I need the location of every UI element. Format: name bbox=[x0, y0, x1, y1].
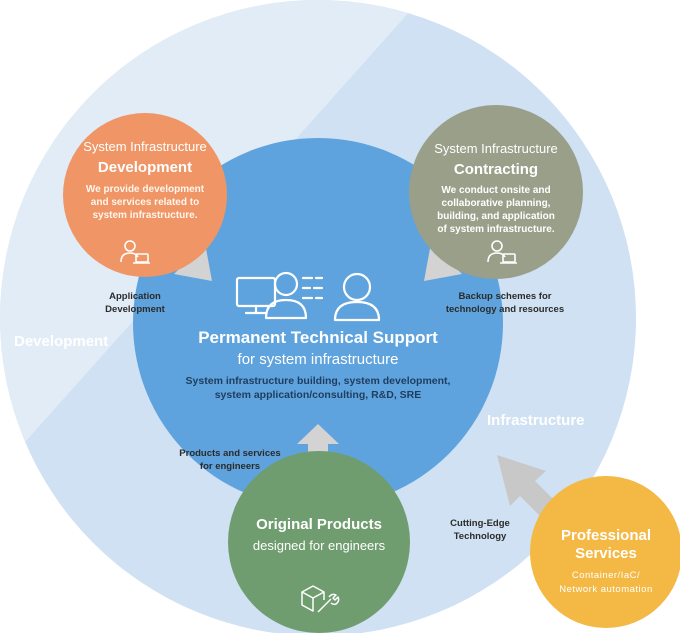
person-laptop-icon bbox=[487, 240, 517, 264]
services-node-line2: Services bbox=[575, 545, 637, 562]
products-node bbox=[228, 451, 410, 633]
flow-label-backup-line2: technology and resources bbox=[446, 304, 564, 315]
development-zone-label: Development bbox=[14, 333, 108, 350]
flow-label-backup-line1: Backup schemes for bbox=[459, 291, 552, 302]
arrow-products-to-center bbox=[297, 424, 339, 475]
center-description-line1: System infrastructure building, system d… bbox=[186, 375, 451, 387]
development-node-desc1: We provide development bbox=[86, 184, 205, 195]
services-node bbox=[530, 476, 680, 628]
flow-label-products-line2: for engineers bbox=[200, 461, 260, 472]
services-node-desc2: Network automation bbox=[559, 584, 652, 595]
center-subtitle: for system infrastructure bbox=[238, 351, 399, 368]
development-node-desc3: system infrastructure. bbox=[92, 210, 197, 221]
contracting-node-line1: System Infrastructure bbox=[434, 141, 558, 156]
flow-label-app-dev-line2: Development bbox=[105, 304, 165, 315]
flow-label-cutting-line1: Cutting-Edge bbox=[450, 518, 510, 529]
box-wrench-icon bbox=[301, 585, 340, 613]
development-node-line1: System Infrastructure bbox=[83, 139, 207, 154]
contracting-node-desc1: We conduct onsite and bbox=[441, 185, 550, 196]
infrastructure-zone-label: Infrastructure bbox=[487, 412, 585, 429]
support-people-icon bbox=[235, 271, 381, 322]
person-laptop-icon bbox=[120, 240, 150, 264]
services-node-line1: Professional bbox=[561, 527, 651, 544]
services-node-desc1: Container/IaC/ bbox=[572, 570, 640, 581]
flow-label-app-dev-line1: Application bbox=[109, 291, 161, 302]
products-node-line1: Original Products bbox=[256, 516, 382, 533]
development-node bbox=[63, 113, 227, 277]
center-title: Permanent Technical Support bbox=[198, 328, 438, 347]
contracting-node-desc3: building, and application bbox=[437, 211, 555, 222]
center-description-line2: system application/consulting, R&D, SRE bbox=[215, 389, 422, 401]
development-node-line2: Development bbox=[98, 159, 192, 176]
center-support-node bbox=[133, 138, 503, 508]
flow-label-cutting-line2: Technology bbox=[454, 531, 507, 542]
contracting-node bbox=[409, 105, 583, 279]
contracting-node-desc2: collaborative planning, bbox=[442, 198, 551, 209]
products-node-line2: designed for engineers bbox=[253, 538, 386, 553]
contracting-node-line2: Contracting bbox=[454, 161, 538, 178]
contracting-node-desc4: of system infrastructure. bbox=[437, 224, 554, 235]
flow-label-products-line1: Products and services bbox=[179, 448, 280, 459]
development-node-desc2: and services related to bbox=[91, 197, 199, 208]
